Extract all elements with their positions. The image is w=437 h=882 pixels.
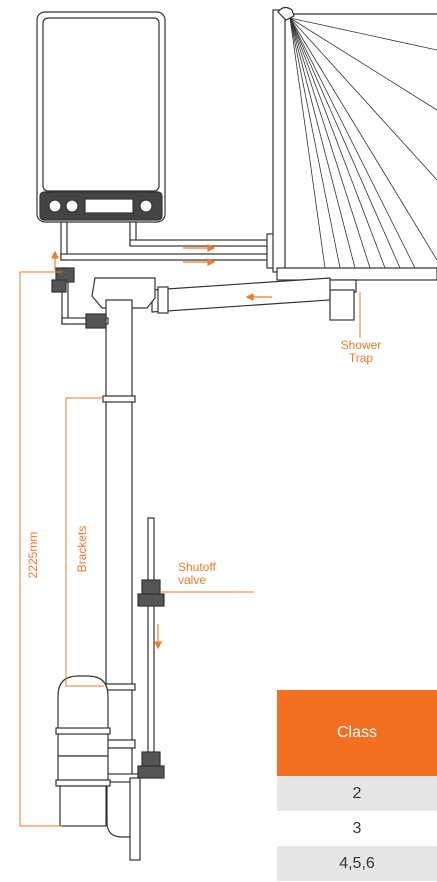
shower-spray-lines — [289, 17, 437, 269]
supply-pipes — [60, 221, 276, 269]
flow-arrows — [51, 244, 272, 650]
shower-trap — [151, 277, 357, 321]
expansion-vessel — [55, 675, 111, 827]
annotation-lines — [19, 271, 361, 827]
shutoff-valve-label: Shutoff valve — [178, 560, 216, 587]
table-row: 2 — [277, 776, 437, 811]
table-row: 4,5,6 — [277, 846, 437, 881]
drain-stack — [91, 277, 156, 861]
water-heater-unit — [36, 11, 166, 223]
shower-enclosure — [272, 6, 437, 281]
dimension-label: 2225mm — [26, 531, 40, 579]
pipe-and-valves — [51, 267, 165, 779]
class-table: Class 2 3 4,5,6 — [277, 690, 437, 881]
table-header: Class — [277, 690, 437, 776]
shower-trap-label: Shower Trap — [340, 338, 382, 365]
brackets-label: Brackets — [75, 525, 89, 573]
table-row: 3 — [352, 819, 362, 837]
